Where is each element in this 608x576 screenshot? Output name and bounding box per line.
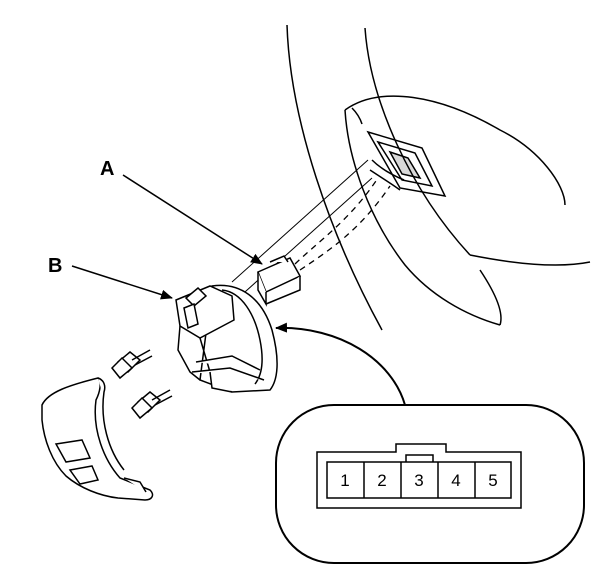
connector-face-outline bbox=[316, 443, 522, 509]
mounting-screw-lower bbox=[130, 389, 173, 420]
connector-pin-dividers bbox=[363, 462, 476, 498]
connector-key-notch bbox=[405, 454, 434, 462]
pin-2-label: 2 bbox=[377, 471, 386, 490]
connector-guide-lines bbox=[231, 159, 373, 301]
wire-harness bbox=[294, 177, 391, 271]
detail-callout-curve bbox=[275, 322, 406, 406]
switch-cover-panel bbox=[41, 377, 154, 501]
harness-connector bbox=[257, 255, 302, 307]
label-b-leader bbox=[71, 265, 173, 300]
pin-5-label: 5 bbox=[488, 471, 497, 490]
steering-wheel-outline bbox=[286, 24, 591, 331]
label-a-leader bbox=[122, 174, 263, 265]
pin-4-label: 4 bbox=[451, 471, 460, 490]
connector-detail-callout: 1 2 3 4 5 bbox=[275, 404, 585, 564]
label-a: A bbox=[100, 158, 114, 180]
pin-1-label: 1 bbox=[340, 471, 349, 490]
wheel-switch-pocket bbox=[366, 130, 447, 197]
label-b: B bbox=[48, 255, 62, 277]
connector-pin-frame bbox=[326, 461, 512, 499]
cruise-switch-assembly bbox=[175, 284, 278, 393]
mounting-screw-upper bbox=[110, 349, 153, 380]
label-leaders bbox=[71, 174, 263, 300]
pin-3-label: 3 bbox=[414, 471, 423, 490]
